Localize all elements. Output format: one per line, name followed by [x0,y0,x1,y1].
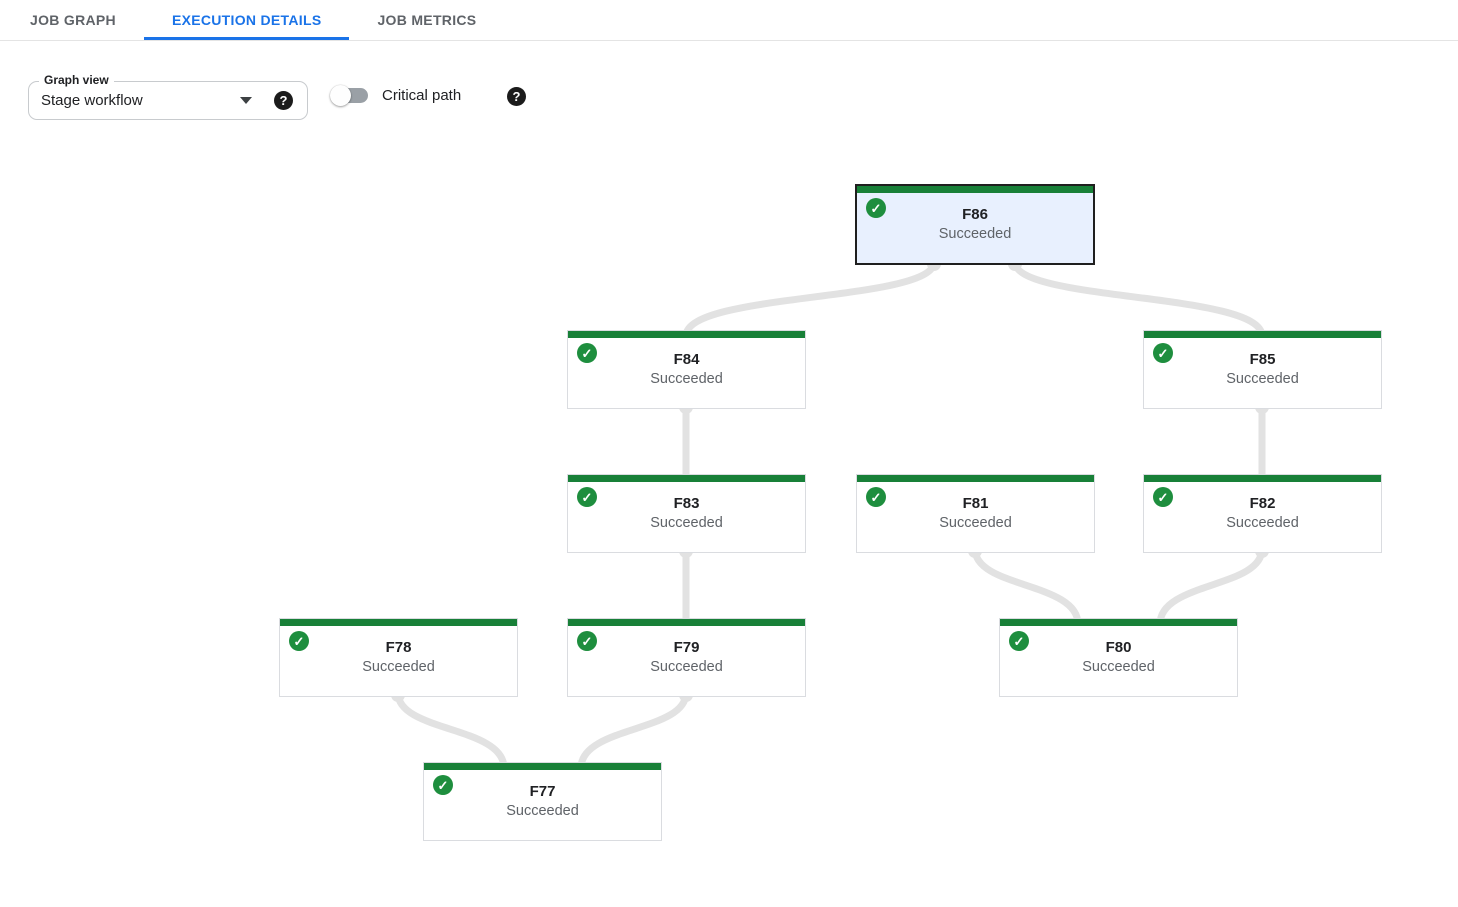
status-bar [1000,619,1237,626]
edge-f82-f80 [1156,544,1269,628]
edge-f79-f77 [577,688,693,772]
critical-path-help-icon[interactable]: ? [507,87,526,106]
stage-id: F81 [962,495,989,512]
stage-node-f78[interactable]: ✓ F78 Succeeded [279,618,518,697]
chevron-down-icon [240,97,252,104]
stage-node-f85[interactable]: ✓ F85 Succeeded [1143,330,1382,409]
edge-f83-f79 [679,544,693,628]
graph-controls: Graph view Stage workflow ? Critical pat… [0,41,1458,121]
status-bar [280,619,517,626]
critical-path-toggle[interactable] [330,85,368,106]
stage-node-f83[interactable]: ✓ F83 Succeeded [567,474,806,553]
stage-status: Succeeded [1226,371,1299,387]
edge-f85-f82 [1255,400,1269,484]
status-bar [568,619,805,626]
stage-node-f79[interactable]: ✓ F79 Succeeded [567,618,806,697]
tab-execution-details[interactable]: EXECUTION DETAILS [143,0,350,40]
stage-node-f86[interactable]: ✓ F86 Succeeded [855,184,1095,265]
stage-id: F77 [529,783,556,800]
stage-status: Succeeded [938,226,1012,242]
success-check-icon: ✓ [577,487,597,507]
tab-bar: JOB GRAPH EXECUTION DETAILS JOB METRICS [0,0,1458,41]
stage-node-f81[interactable]: ✓ F81 Succeeded [856,474,1095,553]
stage-id: F83 [673,495,700,512]
status-bar [857,186,1093,193]
stage-id: F85 [1249,351,1276,368]
success-check-icon: ✓ [433,775,453,795]
stage-status: Succeeded [1226,515,1299,531]
stage-node-f77[interactable]: ✓ F77 Succeeded [423,762,662,841]
edge-f86-f84 [682,257,941,340]
status-bar [424,763,661,770]
status-bar [568,475,805,482]
graph-view-label: Graph view [39,73,114,87]
edge-f81-f80 [968,544,1082,628]
success-check-icon: ✓ [866,198,886,218]
stage-status: Succeeded [939,515,1012,531]
stage-id: F86 [962,206,988,223]
success-check-icon: ✓ [1153,343,1173,363]
stage-status: Succeeded [650,371,723,387]
success-check-icon: ✓ [1009,631,1029,651]
stage-status: Succeeded [1082,659,1155,675]
tab-job-graph[interactable]: JOB GRAPH [30,12,116,28]
success-check-icon: ✓ [289,631,309,651]
toggle-thumb[interactable] [330,85,351,106]
edge-f86-f85 [1008,257,1266,340]
edge-f78-f77 [391,688,508,772]
status-bar [568,331,805,338]
stage-node-f84[interactable]: ✓ F84 Succeeded [567,330,806,409]
stage-id: F79 [673,639,700,656]
tab-job-metrics[interactable]: JOB METRICS [377,12,477,28]
status-bar [857,475,1094,482]
critical-path-label: Critical path [382,87,462,104]
graph-view-select[interactable]: Graph view Stage workflow ? [28,73,308,120]
success-check-icon: ✓ [577,343,597,363]
graph-view-help-icon[interactable]: ? [274,91,293,110]
stage-status: Succeeded [506,803,579,819]
stage-id: F84 [673,351,700,368]
stage-node-f82[interactable]: ✓ F82 Succeeded [1143,474,1382,553]
stage-id: F82 [1249,495,1276,512]
status-bar [1144,475,1381,482]
status-bar [1144,331,1381,338]
stage-node-f80[interactable]: ✓ F80 Succeeded [999,618,1238,697]
stage-id: F80 [1105,639,1132,656]
stage-status: Succeeded [362,659,435,675]
graph-view-value: Stage workflow [41,92,143,109]
stage-status: Succeeded [650,515,723,531]
success-check-icon: ✓ [577,631,597,651]
stage-status: Succeeded [650,659,723,675]
stage-id: F78 [385,639,412,656]
critical-path-toggle-group[interactable]: Critical path [330,85,462,106]
edge-f84-f83 [679,400,693,484]
success-check-icon: ✓ [1153,487,1173,507]
success-check-icon: ✓ [866,487,886,507]
